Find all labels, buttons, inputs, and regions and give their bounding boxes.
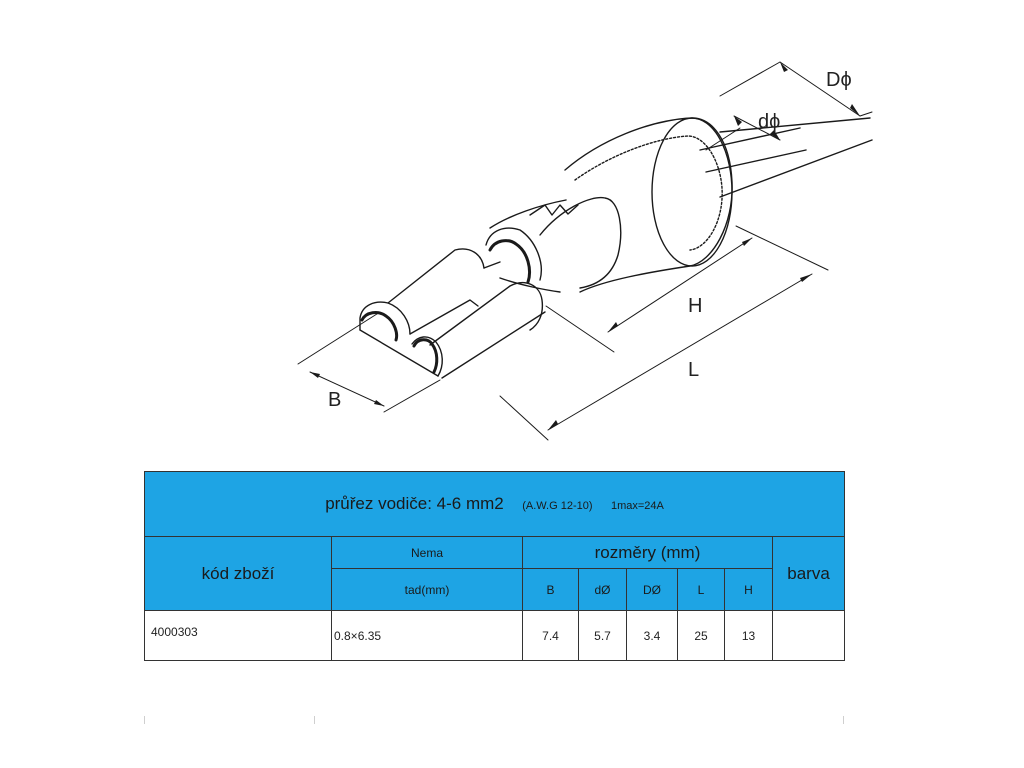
cell-color: [771, 610, 846, 661]
tick-mark: [314, 716, 315, 724]
label-b: B: [328, 389, 341, 411]
awg-range: (A.W.G 12-10): [522, 500, 593, 512]
header-dim-inner-d: dØ: [578, 568, 627, 611]
cell-tab: 0.8×6.35: [331, 610, 523, 661]
header-product-code: kód zboží: [144, 536, 332, 611]
cell-outer-d: 3.4: [626, 610, 678, 661]
terminal-drawing: Dϕ dϕ H L B: [297, 61, 873, 441]
wire: [699, 117, 873, 198]
cell-b: 7.4: [522, 610, 579, 661]
arrowheads: [310, 62, 860, 430]
insulation-sleeve: [539, 117, 733, 293]
table-row: 4000303 0.8×6.35 7.4 5.7 3.4 25 13: [144, 610, 846, 661]
cable-section-title: průřez vodiče: 4-6 mm2: [325, 494, 504, 513]
cell-inner-d: 5.7: [578, 610, 627, 661]
header-dim-b: B: [522, 568, 579, 611]
tick-mark: [843, 716, 844, 724]
header-dim-h: H: [724, 568, 773, 611]
header-tab-top: Nema: [331, 536, 523, 569]
header-dimensions: rozměry (mm): [522, 536, 773, 569]
label-inner-diameter: dϕ: [758, 111, 780, 133]
table-title-row: průřez vodiče: 4-6 mm2 (A.W.G 12-10) 1ma…: [143, 471, 846, 537]
tick-mark: [144, 716, 145, 724]
header-tab-bottom: tad(mm): [331, 568, 523, 611]
header-dim-l: L: [677, 568, 725, 611]
header-dim-outer-d: DØ: [626, 568, 678, 611]
tab-receptacle: [359, 248, 546, 379]
max-current: 1max=24A: [610, 500, 664, 512]
cell-l: 25: [677, 610, 725, 661]
cell-h: 13: [724, 610, 773, 661]
spec-table: průřez vodiče: 4-6 mm2 (A.W.G 12-10) 1ma…: [143, 471, 846, 661]
label-l: L: [688, 359, 699, 381]
header-color: barva: [771, 536, 846, 611]
cell-code: 4000303: [144, 610, 332, 661]
label-h: H: [688, 295, 702, 317]
crimp-barrel: [485, 199, 579, 293]
dimension-lines: [297, 61, 873, 441]
label-outer-diameter: Dϕ: [826, 69, 852, 91]
